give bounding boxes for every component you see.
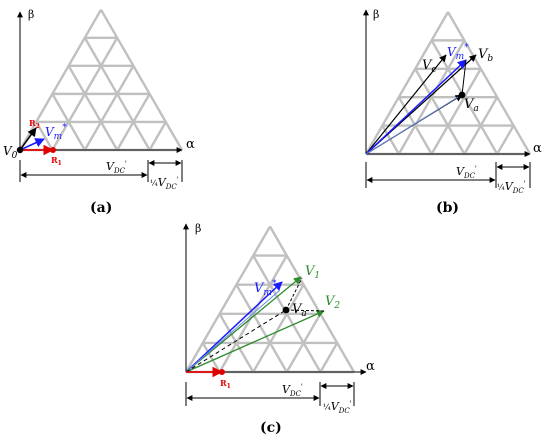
vm-vector xyxy=(19,138,45,151)
r1-label: R1 xyxy=(51,155,62,167)
va-dashed-line xyxy=(185,309,287,373)
va-label: Va xyxy=(292,302,307,319)
grid-line xyxy=(430,68,482,155)
grid-line xyxy=(496,124,515,155)
vm-vector xyxy=(365,59,467,155)
grid-line xyxy=(446,11,532,155)
va-dot xyxy=(458,91,466,99)
grid-line xyxy=(218,313,255,373)
grid-line xyxy=(51,93,86,151)
grid-line xyxy=(364,11,450,155)
vm-label: Vm* xyxy=(45,123,67,142)
r2-vector xyxy=(19,127,37,151)
alpha-label: α xyxy=(533,141,542,156)
grid-line xyxy=(67,65,119,151)
quarter-vdc-label: ¼VDC' xyxy=(497,180,526,195)
beta-label: β xyxy=(195,222,201,235)
v2-label: V2 xyxy=(325,294,340,311)
alpha-label: α xyxy=(366,359,375,374)
r1-dot xyxy=(219,369,225,375)
grid-line xyxy=(83,37,151,151)
panel-c: β α Va V1 V2 Vm* R1 VDC' ¼VDC' (c) xyxy=(183,222,375,436)
v2-vector xyxy=(185,310,325,373)
vc-vector xyxy=(365,54,447,155)
grid-line xyxy=(184,225,272,373)
grid-line xyxy=(252,284,305,373)
caption-a: (a) xyxy=(90,200,112,216)
vdc-label: VDC' xyxy=(282,383,303,398)
vdc-label: VDC' xyxy=(106,160,127,175)
panel-a: β α V0 R2 R1 Vm* VDC' ¼VDC' (a) xyxy=(3,8,195,216)
vb-label: Vb xyxy=(478,47,493,64)
va-to-vm-line xyxy=(461,59,467,96)
va-to-v2-line xyxy=(285,309,325,312)
v1-vector xyxy=(185,276,302,373)
grid-line xyxy=(252,255,322,373)
v0-label: V0 xyxy=(3,144,18,161)
quarter-vdc-label: ¼VDC' xyxy=(150,176,179,191)
alpha-label: α xyxy=(186,137,195,152)
triangle-grid xyxy=(364,11,532,156)
va-dot xyxy=(282,306,290,314)
quarter-vdc-label: ¼VDC' xyxy=(323,400,352,415)
grid-line xyxy=(235,284,288,373)
grid-line xyxy=(319,342,339,373)
vm-label: Vm* xyxy=(447,43,469,62)
r2-label: R2 xyxy=(29,118,40,130)
grid-line xyxy=(18,9,103,151)
v1-label: V1 xyxy=(305,264,320,281)
caption-c: (c) xyxy=(260,420,282,436)
origin-dot xyxy=(16,146,24,154)
beta-label: β xyxy=(28,8,34,21)
vm-label: Vm* xyxy=(254,279,277,298)
triangle-grid xyxy=(18,9,184,152)
va-label: Va xyxy=(464,97,479,114)
grid-line xyxy=(268,225,356,373)
grid-line xyxy=(99,9,184,151)
va-to-v1-line xyxy=(285,277,303,311)
beta-label: β xyxy=(373,8,379,21)
grid-line xyxy=(148,121,167,151)
vdc-label: VDC' xyxy=(456,165,477,180)
vc-label: Vc xyxy=(422,58,436,75)
r1-dot xyxy=(50,147,56,153)
vm-helper-line xyxy=(365,96,459,155)
caption-b: (b) xyxy=(436,200,459,216)
grid-line xyxy=(201,342,221,373)
panel-b: β α Va Vb Vc Vm* VDC' ¼VDC' (b) xyxy=(363,8,542,216)
vm-vector xyxy=(185,281,283,373)
r1-label: R1 xyxy=(220,378,231,390)
vm-helper-line xyxy=(185,289,281,373)
grid-line xyxy=(83,65,135,151)
